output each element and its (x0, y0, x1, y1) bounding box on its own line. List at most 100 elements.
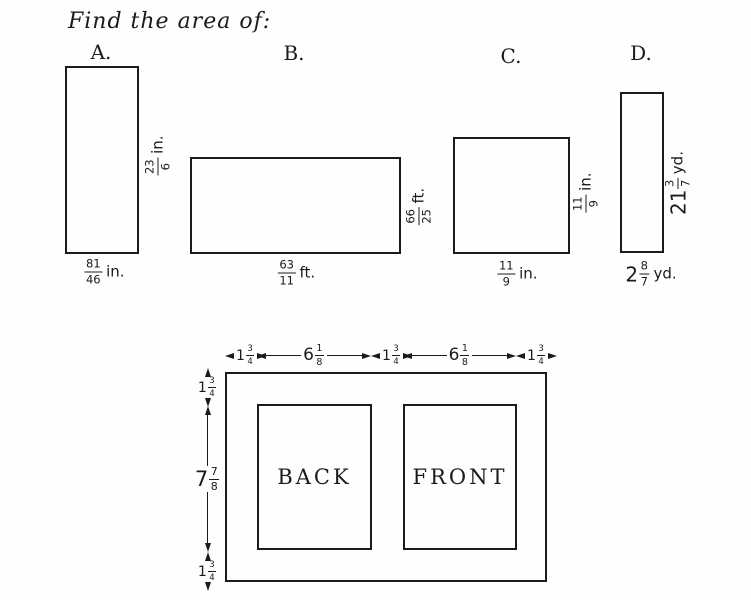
fraction-denominator: 7 (640, 274, 648, 288)
fraction-numerator: 8 (639, 258, 650, 275)
fraction-numerator: 11 (497, 258, 516, 275)
page-title: Find the area of: (68, 9, 272, 34)
whole-number: 2 (625, 262, 639, 286)
panel-back-label: BACK (277, 465, 352, 489)
rect-a-shape (65, 66, 139, 254)
fraction-numerator: 3 (662, 178, 679, 189)
fraction-denominator: 4 (393, 356, 399, 367)
fraction-numerator: 81 (84, 256, 103, 273)
fraction-denominator: 9 (586, 200, 600, 208)
whole-number: 1 (527, 347, 536, 364)
whole-number: 6 (448, 345, 460, 365)
fraction-denominator: 4 (209, 388, 215, 399)
fraction-denominator: 11 (279, 273, 294, 287)
fraction-denominator: 4 (209, 572, 215, 583)
fraction-denominator: 7 (678, 179, 692, 188)
unit-label: in. (519, 264, 538, 283)
fraction-numerator: 3 (207, 560, 217, 572)
arrowhead-left-icon (225, 352, 234, 359)
arrowhead-left-icon (516, 352, 525, 359)
unit-label: yd. (668, 151, 687, 175)
arrowhead-right-icon (507, 352, 516, 359)
fraction-numerator: 11 (570, 194, 587, 213)
unit-label: ft. (299, 263, 316, 282)
fraction-numerator: 63 (277, 257, 296, 274)
fraction-denominator: 6 (158, 163, 172, 171)
fraction-numerator: 3 (536, 344, 546, 356)
fraction-numerator: 66 (403, 207, 420, 226)
whole-number: 1 (197, 563, 207, 580)
arrowhead-up-icon (204, 406, 211, 415)
unit-label: in. (106, 262, 125, 281)
rect-d-label: D. (630, 41, 652, 65)
fraction-numerator: 3 (391, 344, 401, 356)
whole-number: 21 (666, 189, 690, 215)
arrowhead-right-icon (362, 352, 371, 359)
fraction-denominator: 46 (85, 272, 101, 286)
fraction-numerator: 1 (314, 343, 324, 356)
arrowhead-left-icon (403, 352, 412, 359)
panel-front: FRONT (403, 404, 517, 550)
dim-line (472, 355, 507, 356)
arrowhead-right-icon (548, 352, 558, 359)
arrowhead-left-icon (371, 352, 380, 359)
fraction-numerator: 1 (460, 343, 470, 356)
rect-d-shape (620, 92, 664, 253)
panel-front-label: FRONT (412, 465, 508, 489)
rect-b-shape (190, 157, 401, 254)
fraction-numerator: 23 (142, 157, 159, 176)
whole-number: 1 (382, 347, 391, 364)
dim-line (207, 415, 208, 466)
dim-line (326, 355, 362, 356)
arrowhead-up-icon (204, 368, 211, 377)
fraction-denominator: 8 (316, 356, 323, 368)
fraction-denominator: 4 (538, 356, 544, 367)
arrowhead-down-icon (204, 543, 211, 552)
dim-line (412, 355, 447, 356)
rect-b-label: B. (283, 41, 305, 65)
fraction-numerator: 3 (207, 376, 217, 388)
panel-back: BACK (257, 404, 372, 550)
fraction-denominator: 4 (247, 356, 253, 367)
whole-number: 7 (194, 466, 209, 491)
whole-number: 6 (303, 345, 314, 365)
arrowhead-up-icon (204, 552, 211, 561)
